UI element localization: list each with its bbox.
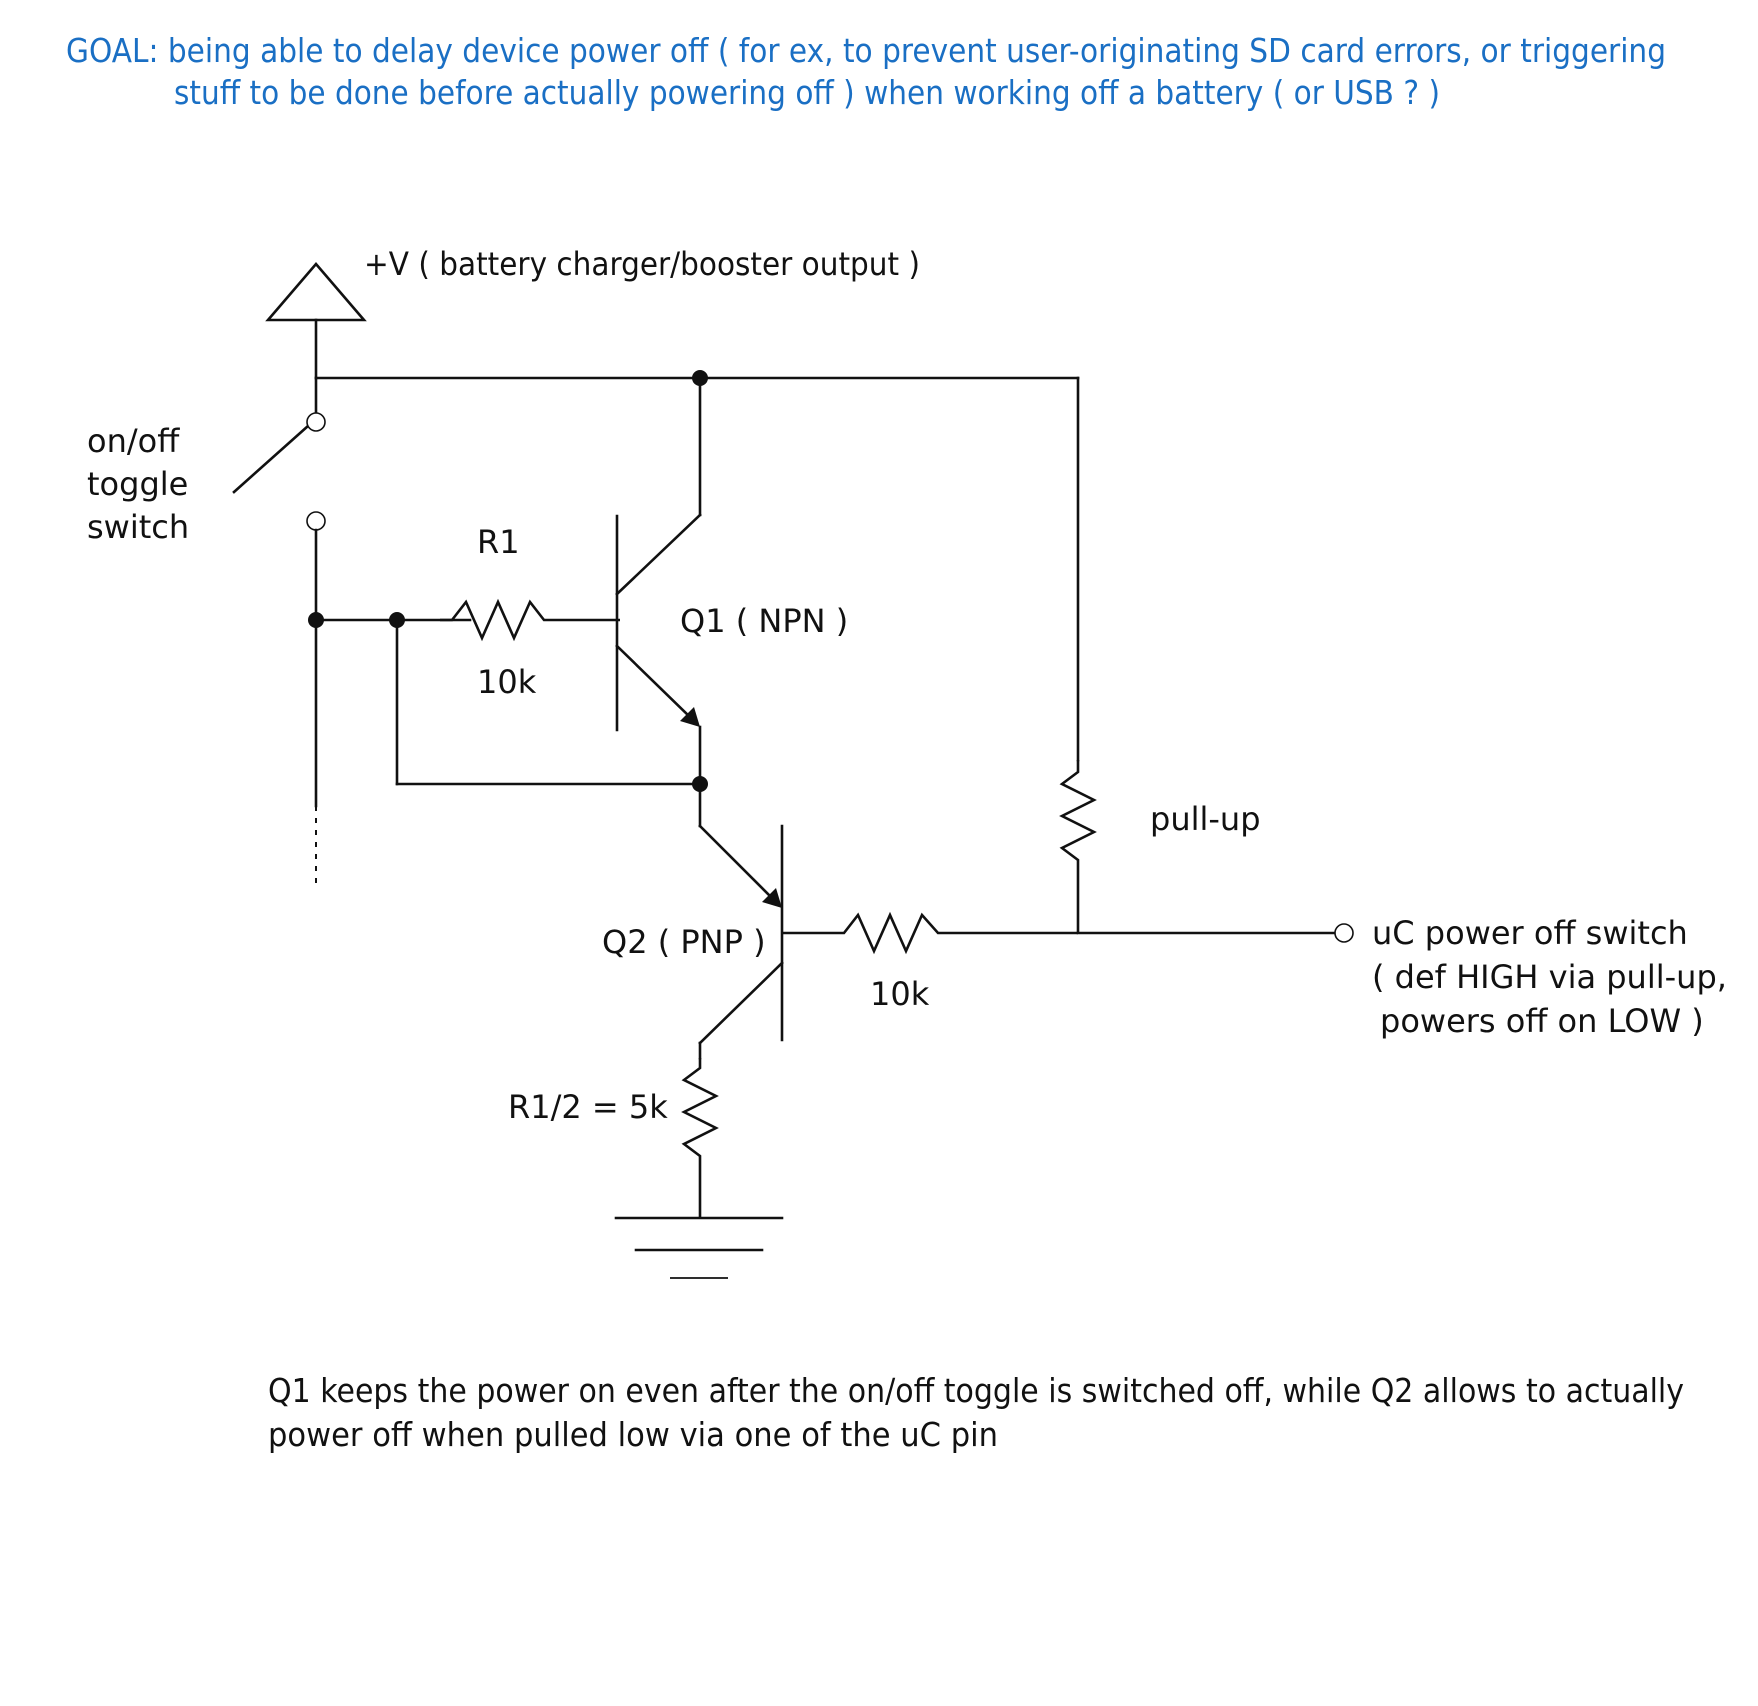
uc-label-line-3: powers off on LOW ) [1380,1002,1704,1040]
uc-label-line-1: uC power off switch [1372,914,1688,952]
note-line-2: power off when pulled low via one of the… [268,1415,998,1454]
base-resistor-value-label: 10k [870,975,930,1013]
r1-resistor-icon [440,598,620,642]
toggle-switch-icon [232,412,326,531]
q1-npn-transistor-icon [615,376,702,786]
goal-line-1: GOAL: being able to delay device power o… [66,31,1666,70]
q2-label: Q2 ( PNP ) [602,923,766,961]
voltage-supply-triangle-icon [265,262,367,322]
goal-line-2: stuff to be done before actually powerin… [174,73,1440,112]
toggle-label-line-2: toggle [87,465,188,503]
pullup-label: pull-up [1150,800,1261,838]
vplus-label: +V ( battery charger/booster output ) [364,245,920,283]
uc-label-line-2: ( def HIGH via pull-up, [1372,958,1727,996]
q2-pnp-transistor-icon [698,782,784,1060]
junction-dot [692,370,708,386]
q1-label: Q1 ( NPN ) [680,602,848,640]
pullup-resistor-icon [1059,760,1097,933]
uc-terminal-icon [1334,923,1354,943]
ground-icon [614,1216,784,1279]
r1-name-label: R1 [477,523,520,561]
r1-value-label: 10k [477,663,537,701]
toggle-label-line-1: on/off [87,422,180,460]
emitter-resistor-label: R1/2 = 5k [508,1088,668,1126]
emitter-resistor-icon [681,1058,719,1218]
base-resistor-icon [782,911,1078,955]
toggle-label-line-3: switch [87,508,189,546]
note-line-1: Q1 keeps the power on even after the on/… [268,1371,1684,1410]
junction-dot [308,612,324,628]
